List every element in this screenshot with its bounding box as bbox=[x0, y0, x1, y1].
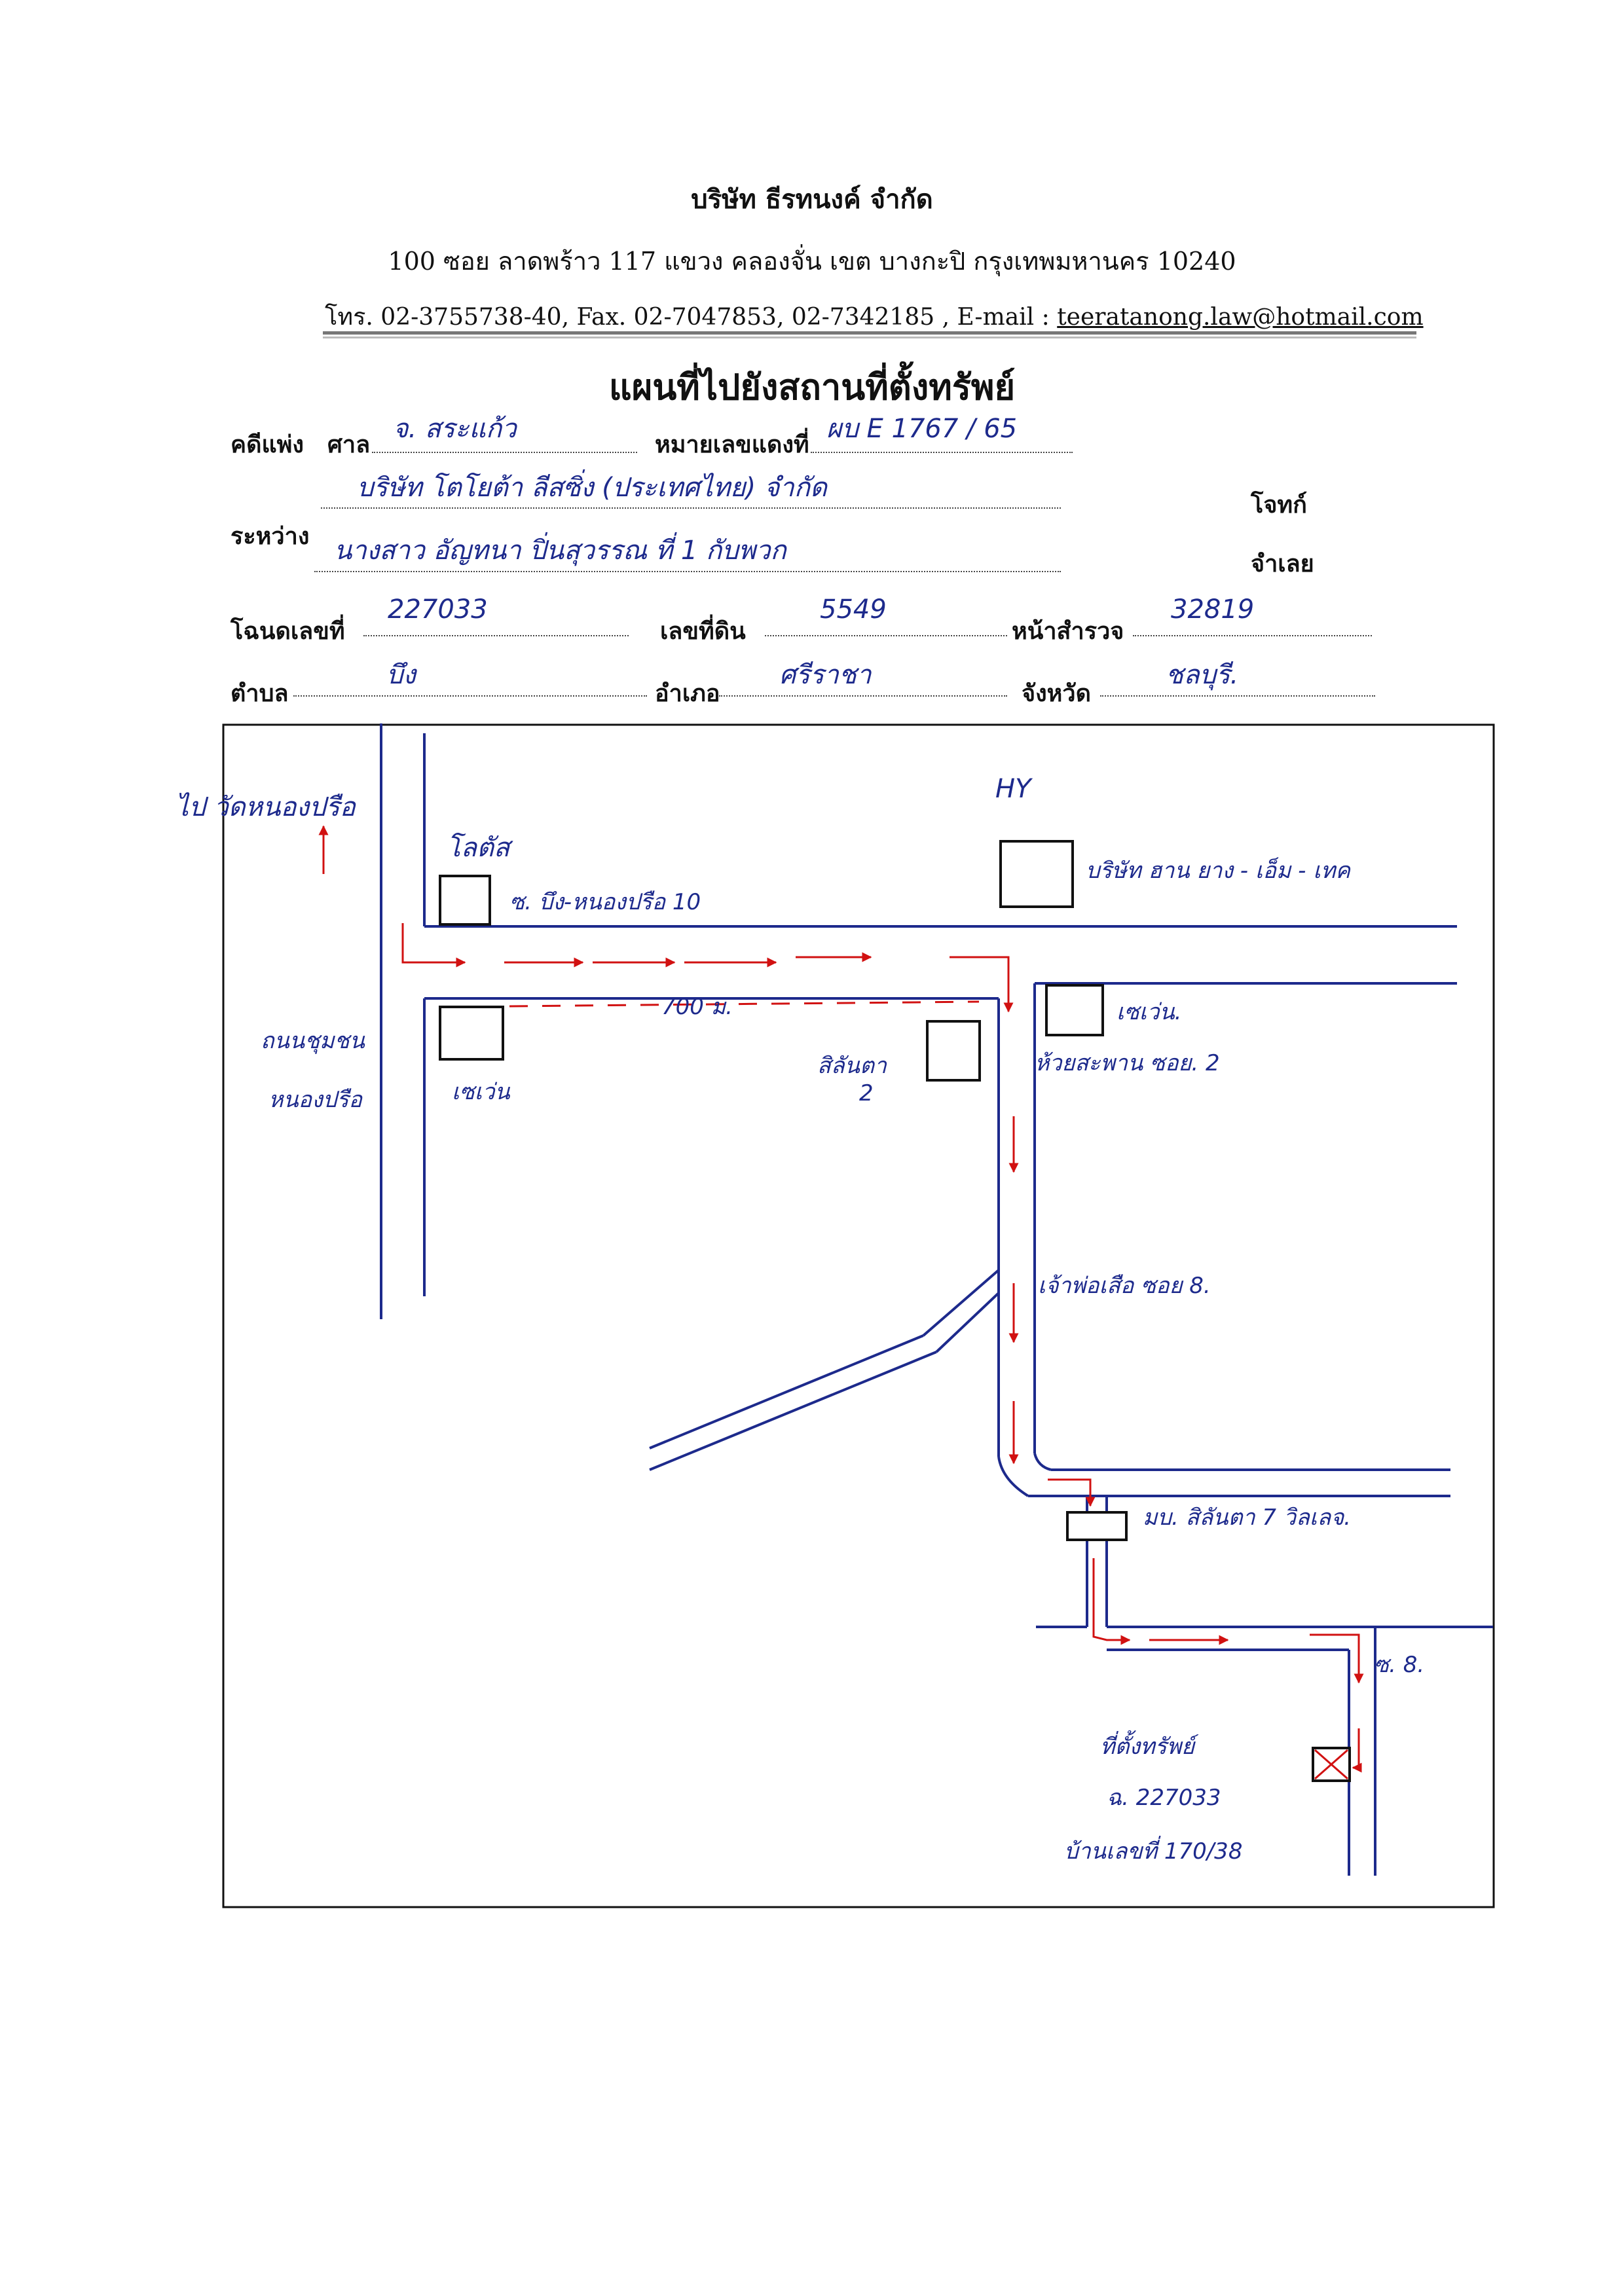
map-frame bbox=[222, 723, 1495, 1908]
arrow-turn-into-soi bbox=[401, 923, 466, 968]
route-arrow-8 bbox=[1048, 1478, 1096, 1507]
plaintiff-line bbox=[321, 507, 1061, 509]
header-rule bbox=[323, 331, 1416, 335]
subdistrict-line bbox=[293, 695, 647, 697]
route-arrow-11 bbox=[1310, 1633, 1364, 1684]
red-number-value: ผบ E 1767 / 65 bbox=[826, 414, 1018, 444]
subdistrict-value: บึง bbox=[386, 660, 416, 690]
land-number-line bbox=[765, 635, 1007, 636]
silanta-2-number: 2 bbox=[859, 1080, 874, 1106]
curve-west-edge bbox=[997, 1456, 1029, 1497]
header-rule-shadow bbox=[323, 337, 1416, 338]
province-line bbox=[1100, 695, 1375, 697]
company-address: 100 ซอย ลาดพร้าว 117 แขวง คลองจั่น เขต บ… bbox=[388, 247, 1236, 276]
soi-8-label: ซ. 8. bbox=[1374, 1652, 1425, 1678]
between-label: ระหว่าง bbox=[231, 522, 310, 550]
route-arrows bbox=[318, 825, 1364, 1773]
deed-line bbox=[363, 635, 629, 636]
branch-road-edge-d bbox=[649, 1351, 937, 1471]
defendant-line bbox=[314, 571, 1061, 572]
district-value: ศรีราชา bbox=[779, 660, 872, 690]
huay-sapan-soi-label: ห้วยสะพาน ซอย. 2 bbox=[1035, 1050, 1220, 1076]
silanta-2-label: สิลันตา bbox=[817, 1053, 887, 1079]
province-value: ชลบุรี. bbox=[1166, 660, 1239, 690]
plaintiff-value: บริษัท โตโยต้า ลีสซิ่ง (ประเทศไทย) จำกัด bbox=[357, 473, 827, 503]
distance-dashed-line bbox=[509, 1000, 980, 1008]
branch-road-edge-c bbox=[935, 1292, 1000, 1353]
route-arrow-turn-south bbox=[950, 956, 1014, 1013]
red-number-line bbox=[811, 452, 1073, 453]
soi-bueng-label: ซ. บึง-หนองปรือ 10 bbox=[509, 889, 701, 915]
lotus-label: โลตัส bbox=[447, 833, 510, 863]
subdistrict-label: ตำบล bbox=[231, 680, 289, 707]
defendant-value: นางสาว อัญทนา ปิ่นสุวรรณ ที่ 1 กับพวก bbox=[334, 536, 786, 566]
land-number-label: เลขที่ดิน bbox=[660, 617, 746, 645]
property-label: ที่ตั้งทรัพย์ bbox=[1100, 1734, 1195, 1760]
roads bbox=[380, 723, 1493, 1876]
deed-value: 227033 bbox=[388, 594, 488, 625]
lotus-building bbox=[439, 875, 491, 926]
property-deed-label: ฉ. 227033 bbox=[1107, 1785, 1221, 1811]
survey-line bbox=[1133, 635, 1372, 636]
chao-pho-suea-soi-label: เจ้าพ่อเสือ ซอย 8. bbox=[1038, 1273, 1211, 1299]
land-number-value: 5549 bbox=[820, 594, 887, 625]
company-contact: โทร. 02-3755738-40, Fax. 02-7047853, 02-… bbox=[325, 298, 1424, 335]
district-line bbox=[719, 695, 1007, 697]
page-title: แผนที่ไปยังสถานที่ตั้งทรัพย์ bbox=[608, 366, 1016, 408]
contact-email: teeratanong.law@hotmail.com bbox=[1057, 304, 1424, 331]
court-label: ศาล bbox=[327, 431, 371, 458]
route-arrow-12 bbox=[1352, 1728, 1362, 1773]
road-name-line-1: ถนนชุมชน bbox=[261, 1028, 365, 1054]
branch-road-edge-b bbox=[649, 1334, 924, 1449]
court-line bbox=[372, 452, 637, 453]
silanta-2-building bbox=[926, 1020, 981, 1082]
curve-east-edge bbox=[1033, 1453, 1052, 1471]
contact-phone-fax: โทร. 02-3755738-40, Fax. 02-7047853, 02-… bbox=[325, 304, 1058, 331]
distance-label: 700 ม. bbox=[661, 994, 733, 1020]
seven-eleven-left-building bbox=[439, 1006, 504, 1061]
seven-eleven-left-label: เซเว่น bbox=[452, 1079, 510, 1105]
hy-label: HY bbox=[995, 774, 1031, 804]
village-label: มบ. สิลันตา 7 วิลเลจ. bbox=[1143, 1504, 1351, 1531]
property-house-number-label: บ้านเลขที่ 170/38 bbox=[1064, 1838, 1243, 1865]
seven-eleven-right-label: เซเว่น. bbox=[1116, 999, 1182, 1025]
road-name-line-2: หนองปรือ bbox=[268, 1087, 362, 1113]
plaintiff-label: โจทก์ bbox=[1251, 491, 1307, 519]
to-wat-label: ไป วัดหนองปรือ bbox=[175, 792, 356, 822]
hy-company-label: บริษัท ฮาน ยาง - เอ็ม - เทค bbox=[1086, 858, 1350, 884]
property-mark bbox=[1314, 1749, 1348, 1780]
case-label: คดีแพ่ง bbox=[231, 431, 304, 458]
survey-value: 32819 bbox=[1171, 594, 1255, 625]
province-label: จังหวัด bbox=[1022, 680, 1091, 707]
route-arrow-9 bbox=[1092, 1558, 1131, 1645]
court-value: จ. สระแก้ว bbox=[393, 414, 517, 444]
seven-eleven-right-building bbox=[1045, 984, 1104, 1036]
defendant-label: จำเลย bbox=[1251, 550, 1314, 577]
district-label: อำเภอ bbox=[655, 680, 720, 707]
branch-road-edge-a bbox=[922, 1269, 1000, 1337]
red-number-label: หมายเลขแดงที่ bbox=[655, 431, 809, 458]
survey-label: หน้าสำรวจ bbox=[1012, 617, 1124, 645]
village-gate-building bbox=[1066, 1511, 1128, 1541]
deed-label: โฉนดเลขที่ bbox=[231, 617, 345, 645]
hy-building bbox=[999, 840, 1074, 908]
buildings bbox=[439, 840, 1351, 1782]
company-name: บริษัท ธีรทนงค์ จำกัด bbox=[691, 184, 933, 215]
